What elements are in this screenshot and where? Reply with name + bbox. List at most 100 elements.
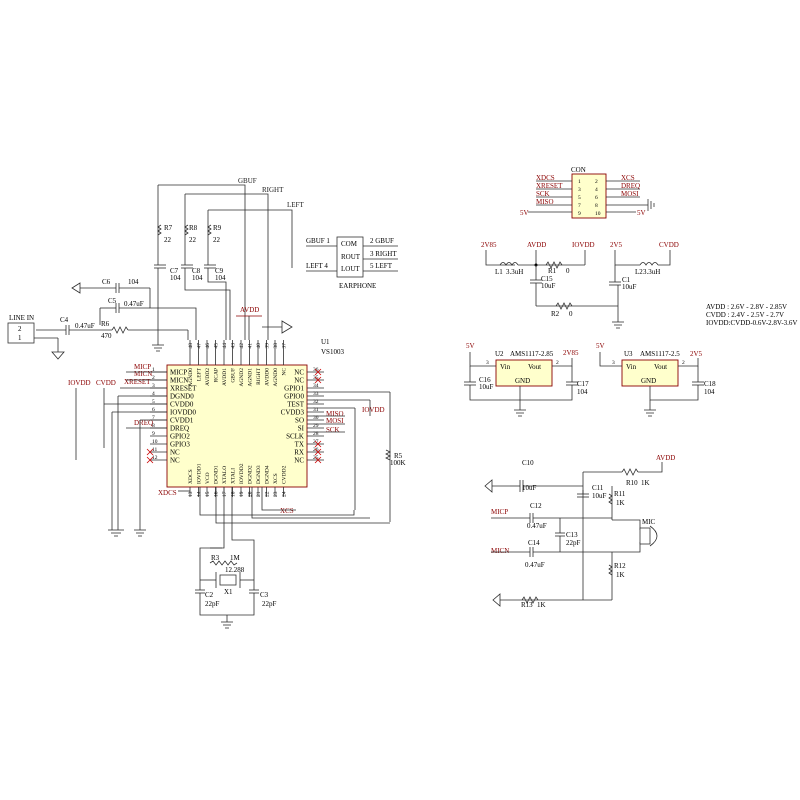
u1-pin-name: GPIO0	[284, 393, 304, 401]
note-avdd: AVDD : 2.6V - 2.8V - 2.85V	[706, 303, 787, 311]
c7-ref: C7	[170, 267, 179, 275]
con-header	[571, 173, 607, 219]
x1-crystal	[219, 574, 237, 586]
c8-ref: C8	[192, 267, 201, 275]
u1-pin-num: 23	[273, 491, 279, 497]
u1-pin-name: RCAP	[214, 368, 220, 382]
u1-pin-name: AGND0	[188, 368, 194, 387]
line-in-title: LINE IN	[9, 314, 34, 322]
u1-pin-name: IOVDD2	[239, 463, 245, 484]
c11-value: 10uF	[592, 492, 607, 500]
u1-pin-name: NC	[294, 457, 304, 465]
u1-pin-name: SO	[295, 417, 304, 425]
u1-pin-num: 2	[152, 375, 155, 381]
ground-symbol-crystal	[221, 621, 233, 629]
ground-symbol-u3	[644, 409, 656, 417]
con-title: CON	[571, 166, 586, 174]
u1-pin-name: XTALO	[222, 466, 228, 484]
c4-value: 0.47uF	[75, 322, 95, 330]
r5-value: 100K	[390, 459, 406, 467]
u1-pin-name: SI	[298, 425, 305, 433]
x1-ref: X1	[224, 588, 233, 596]
no-connect-mark	[314, 376, 322, 384]
u1-pin-name: GPIO2	[170, 433, 190, 441]
con-pin-num-right: 2	[595, 179, 598, 185]
c9-ref: C9	[215, 267, 224, 275]
u1-pin-name: TX	[295, 441, 304, 449]
u1-pin-num: 15	[205, 491, 211, 497]
c18-value: 104	[704, 388, 715, 396]
u2-2v85-label: 2V85	[563, 349, 579, 357]
u1-pin-name: CVDD0	[170, 401, 194, 409]
c12-ref: C12	[530, 502, 542, 510]
u1-pin-name: GBUF	[231, 368, 237, 383]
u1-pin-num: 16	[214, 491, 220, 497]
mic-net-micp: MICP	[491, 508, 508, 516]
mic-label: MIC	[642, 518, 656, 526]
u2-vin: Vin	[500, 363, 511, 371]
c17-ref: C17	[577, 380, 589, 388]
u1-pin-num: 22	[265, 491, 271, 497]
con-pin-num-right: 6	[595, 195, 598, 201]
u3-2v5-label: 2V5	[690, 350, 703, 358]
mic-capsule	[639, 527, 651, 545]
r7-ref: R7	[164, 224, 173, 232]
u3-part: AMS1117-2.5	[640, 350, 680, 358]
c14-value: 0.47uF	[525, 561, 545, 569]
con-pin-num-left: 3	[578, 187, 581, 193]
u1-pin-num: 4	[152, 391, 155, 397]
u1-pin-num: 13	[188, 491, 194, 497]
earphone-pin-com: COM	[341, 240, 358, 248]
r1-ref: R1	[548, 267, 557, 275]
u1-pin-num: 30	[313, 415, 319, 421]
r8-ref: R8	[189, 224, 198, 232]
r1-value: 0	[566, 267, 570, 275]
u1-pin-name: NC	[170, 457, 180, 465]
u1-pin-num: 43	[231, 343, 237, 349]
l1-value: 3.3uH	[506, 268, 523, 276]
c11-ref: C11	[592, 484, 604, 492]
u2-pin-out: 2	[556, 360, 559, 366]
net-label-cvdd-left: CVDD	[96, 379, 116, 387]
earphone-pin-rout: ROUT	[341, 253, 361, 261]
u1-pin-name: TEST	[287, 401, 304, 409]
u1-pin-num: 21	[256, 491, 262, 497]
con-net-sck: SCK	[536, 190, 550, 198]
u1-pin-name: NC	[294, 369, 304, 377]
c15-ref: C15	[541, 275, 553, 283]
c13-value: 22pF	[566, 539, 581, 547]
u1-pin-num: 33	[313, 391, 319, 397]
c12-value: 0.47uF	[527, 522, 547, 530]
ground-symbol-c7	[152, 344, 164, 352]
earphone-right-label-2: 3 RIGHT	[370, 250, 397, 258]
net-label-gbuf: GBUF	[238, 177, 257, 185]
net-label-avdd-top: AVDD	[240, 306, 259, 314]
u1-pin-name: VCO	[205, 472, 211, 484]
con-net-dreq: DREQ	[621, 182, 640, 190]
u1-pin-num: 20	[248, 491, 254, 497]
c3-value: 22pF	[262, 600, 277, 608]
u1-pin-name: AGND2	[239, 368, 245, 387]
mic-avdd-label: AVDD	[656, 454, 675, 462]
c6-ref: C6	[102, 278, 111, 286]
u2-ref: U2	[495, 350, 504, 358]
u1-pin-name: GPIO3	[170, 441, 190, 449]
con-net-5v-right: 5V	[637, 209, 646, 217]
c5-value: 0.47uF	[124, 300, 144, 308]
u1-pin-name: RIGHT	[256, 367, 262, 384]
con-net-xreset: XRESET	[536, 182, 563, 190]
earphone-jack	[336, 236, 364, 278]
u1-pin-num: 48	[188, 343, 194, 349]
net-label-left: LEFT	[287, 201, 304, 209]
pwr-2v5-label: 2V5	[610, 241, 623, 249]
ground-symbol-filter	[612, 321, 624, 329]
line-in-pin2: 2	[18, 325, 22, 333]
r2-ref: R2	[551, 310, 560, 318]
no-connect-mark	[314, 456, 322, 464]
u1-pin-num: 38	[273, 343, 279, 349]
net-label-micp: MICP	[134, 363, 151, 371]
ground-symbol-con	[647, 199, 655, 211]
r12-ref: R12	[614, 562, 626, 570]
